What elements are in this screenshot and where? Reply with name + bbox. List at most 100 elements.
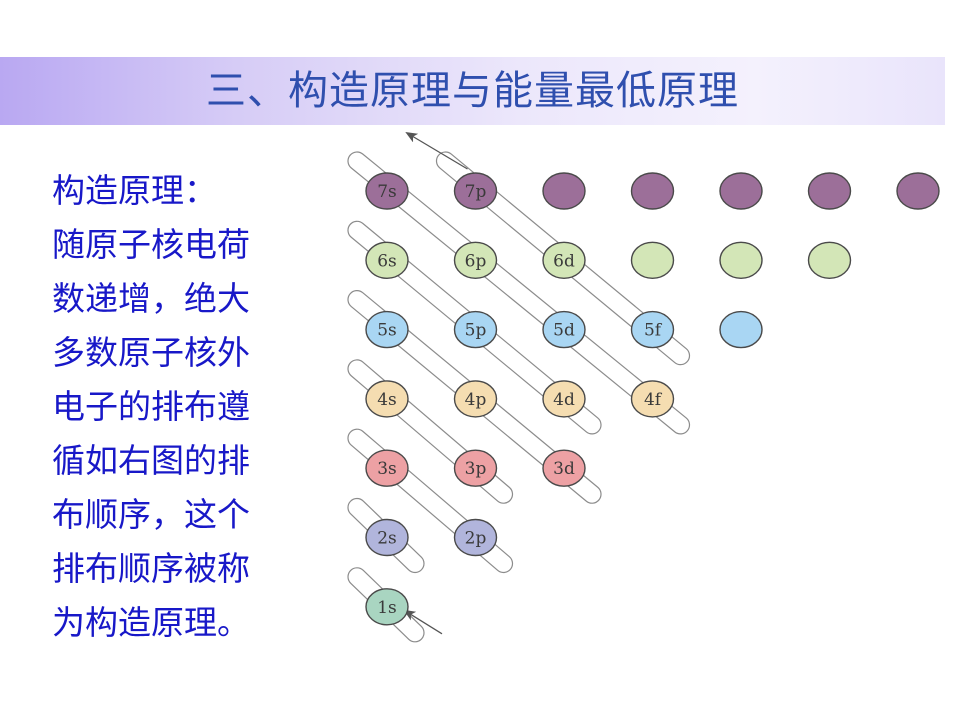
orbital-circle	[365, 380, 409, 418]
orbital-circle	[453, 518, 498, 557]
orbital-circle	[453, 380, 498, 418]
orbital-label: 6s	[377, 251, 397, 271]
orbital-circle	[542, 310, 586, 349]
orbital-label: 5d	[553, 321, 575, 341]
path-band-5	[347, 290, 602, 504]
orbital-circle	[630, 172, 675, 210]
path-band-6	[347, 220, 602, 435]
orbital-circle	[542, 449, 586, 487]
text-line-8: 为构造原理。	[52, 603, 250, 642]
orbital-n7-c3	[630, 172, 675, 210]
orbital-4f: 4f	[630, 380, 675, 418]
text-line-5: 循如右图的排	[52, 441, 250, 480]
path-band-3	[347, 428, 514, 574]
orbital-label: 1s	[377, 598, 397, 618]
orbital-circle	[630, 380, 675, 418]
orbital-label: 7p	[465, 182, 487, 202]
orbital-circle	[719, 241, 763, 280]
orbital-7s: 7s	[365, 172, 409, 210]
exit-arrow	[405, 131, 468, 170]
orbital-circle	[807, 241, 852, 280]
path-band-4	[347, 359, 514, 504]
path-band-8	[435, 151, 691, 366]
orbital-label: 4d	[553, 390, 575, 410]
text-line-6: 布顺序，这个	[52, 495, 250, 534]
orbital-circle	[719, 310, 763, 349]
orbital-label: 6d	[553, 251, 575, 271]
orbital-circle	[542, 380, 586, 418]
orbital-label: 3s	[377, 459, 397, 479]
orbital-4p: 4p	[453, 380, 498, 418]
orbital-label: 6p	[465, 251, 487, 271]
orbital-circle	[896, 172, 940, 210]
orbital-n6-c3	[630, 241, 675, 280]
path-band-1	[347, 567, 425, 643]
page-title: 三、构造原理与能量最低原理	[206, 68, 739, 114]
entry-arrow	[403, 609, 443, 635]
text-line-2: 数递增，绝大	[52, 279, 250, 318]
orbital-circle	[630, 310, 675, 349]
orbital-n7-c4	[719, 172, 763, 210]
orbital-n6-c5	[807, 241, 852, 280]
orbital-n6-c4	[719, 241, 763, 280]
orbital-circle	[542, 241, 586, 280]
orbital-4d: 4d	[542, 380, 586, 418]
text-line-3: 多数原子核外	[52, 333, 250, 372]
orbital-circle	[453, 172, 498, 210]
orbital-grid: 7s 7p 6s 6p 6d 5s 5p 5d 5f 4s 4p 4d 4f 3s 3p 3d 2s 2p 1s	[365, 172, 940, 626]
orbital-2s: 2s	[365, 518, 409, 557]
orbital-6s: 6s	[365, 241, 409, 280]
orbital-3d: 3d	[542, 449, 586, 487]
orbital-circle	[453, 241, 498, 280]
orbital-label: 2p	[465, 529, 487, 549]
orbital-circle	[453, 449, 498, 487]
text-heading: 构造原理：	[52, 171, 217, 210]
orbital-label: 2s	[377, 529, 397, 549]
text-line-4: 电子的排布遵	[52, 387, 250, 426]
filling-order-path	[347, 131, 691, 643]
aufbau-diagram: 7s 7p 6s 6p 6d 5s 5p 5d 5f 4s 4p 4d 4f 3s 3p 3d 2s 2p 1s	[347, 131, 940, 643]
title-bar	[0, 57, 945, 125]
orbital-circle	[365, 518, 409, 557]
orbital-circle	[630, 241, 675, 280]
orbital-circle	[365, 588, 409, 626]
orbital-5d: 5d	[542, 310, 586, 349]
text-line-7: 排布顺序被称	[52, 549, 250, 588]
orbital-6d: 6d	[542, 241, 586, 280]
orbital-label: 4s	[377, 390, 397, 410]
orbital-label: 5f	[644, 321, 663, 341]
orbital-n7-c5	[807, 172, 852, 210]
orbital-7p: 7p	[453, 172, 498, 210]
orbital-n5-c4	[719, 310, 763, 349]
orbital-circle	[365, 449, 409, 487]
orbital-n7-c6	[896, 172, 940, 210]
orbital-circle	[365, 172, 409, 210]
path-band-2	[347, 497, 425, 574]
orbital-label: 5s	[377, 321, 397, 341]
orbital-circle	[365, 310, 409, 349]
orbital-5s: 5s	[365, 310, 409, 349]
orbital-n7-c2	[542, 172, 586, 210]
orbital-circle	[365, 241, 409, 280]
text-block: 构造原理： 随原子核电荷 数递增，绝大 多数原子核外 电子的排布遵 循如右图的排…	[52, 164, 322, 650]
orbital-4s: 4s	[365, 380, 409, 418]
orbital-1s: 1s	[365, 588, 409, 626]
orbital-3p: 3p	[453, 449, 498, 487]
orbital-3s: 3s	[365, 449, 409, 487]
orbital-label: 4p	[465, 390, 487, 410]
path-band-7	[347, 151, 691, 435]
orbital-label: 3d	[553, 459, 575, 479]
text-line-1: 随原子核电荷	[52, 225, 250, 264]
orbital-6p: 6p	[453, 241, 498, 280]
orbital-circle	[453, 310, 498, 349]
orbital-circle	[807, 172, 852, 210]
orbital-label: 5p	[465, 321, 487, 341]
orbital-5p: 5p	[453, 310, 498, 349]
orbital-circle	[719, 172, 763, 210]
orbital-2p: 2p	[453, 518, 498, 557]
orbital-label: 3p	[465, 459, 487, 479]
orbital-circle	[542, 172, 586, 210]
orbital-label: 7s	[377, 182, 397, 202]
orbital-label: 4f	[644, 390, 663, 410]
orbital-5f: 5f	[630, 310, 675, 349]
